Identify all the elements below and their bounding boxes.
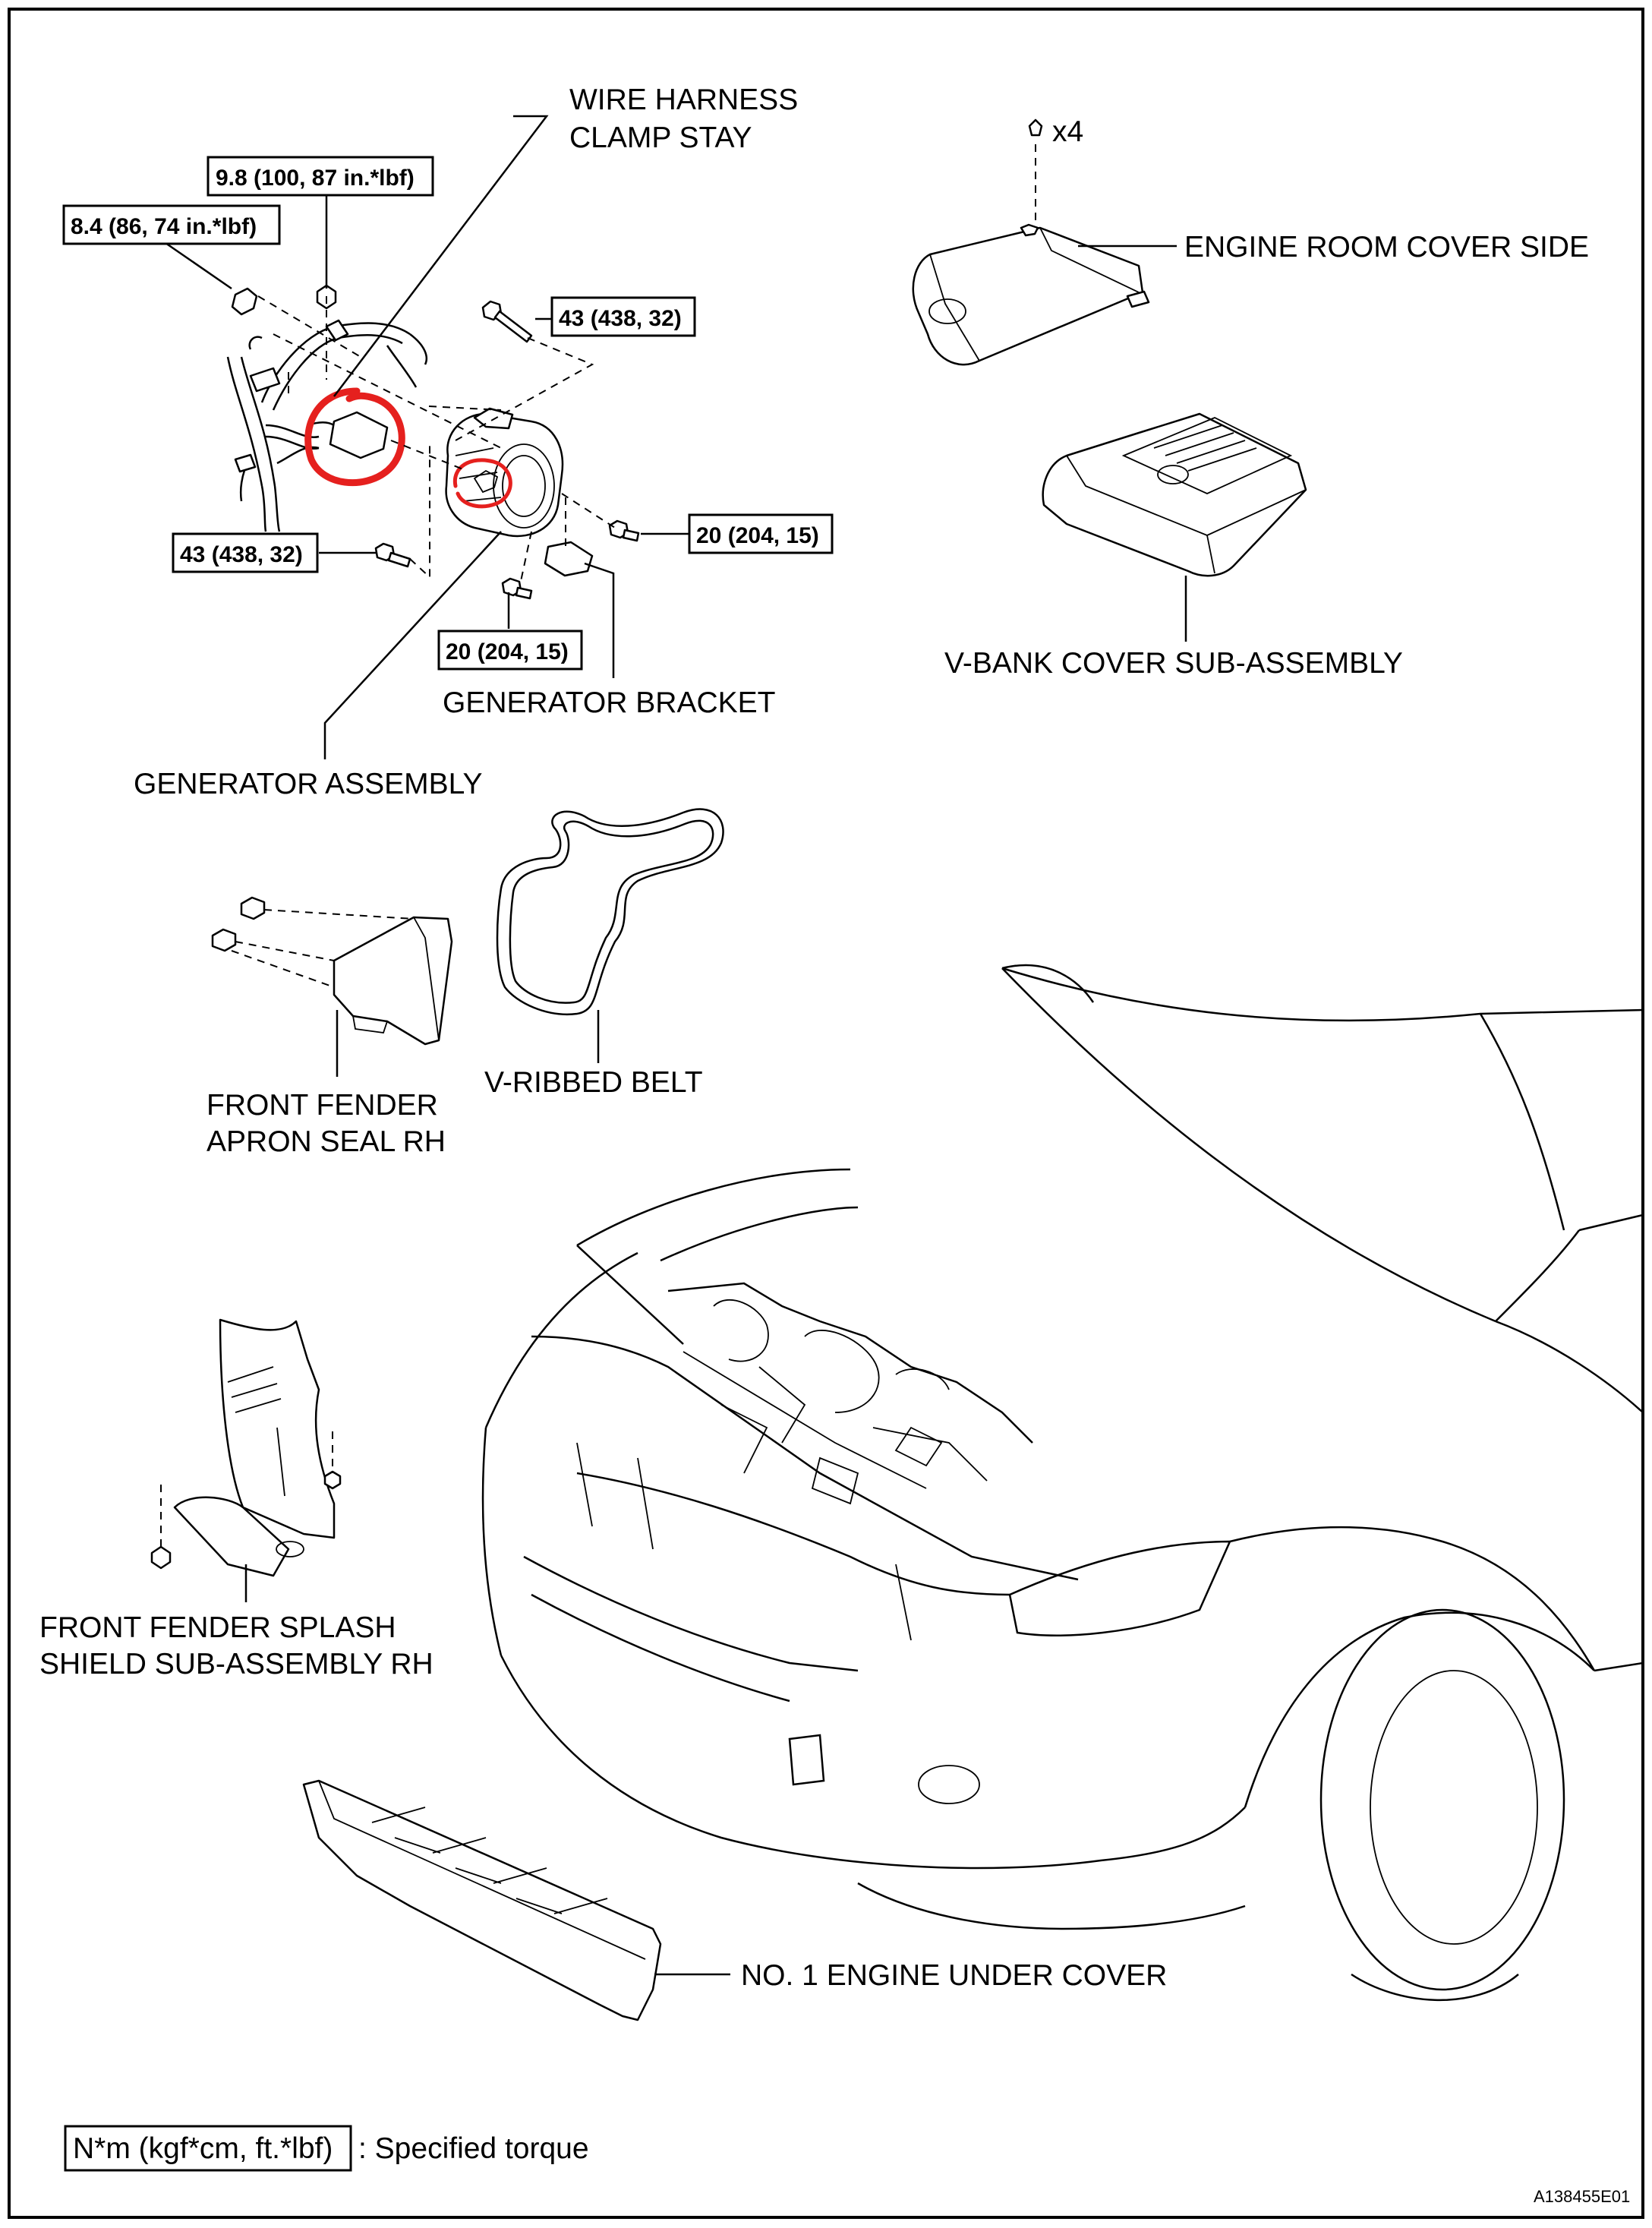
engine-under-cover xyxy=(302,1779,662,2021)
torque-value: 20 (204, 15) xyxy=(696,523,819,548)
torque-value: 20 (204, 15) xyxy=(446,639,569,664)
label-v-bank-cover: V-BANK COVER SUB-ASSEMBLY xyxy=(944,647,1403,680)
torque-box-clamp-bolt: 9.8 (100, 87 in.*lbf) xyxy=(206,156,434,197)
wire-harness xyxy=(226,319,428,532)
generator-connector xyxy=(329,411,389,459)
label-clamp-stay: CLAMP STAY xyxy=(569,121,752,154)
torque-legend: N*m (kgf*cm, ft.*lbf) : Specified torque xyxy=(64,2125,589,2172)
bracket-bolt-right xyxy=(608,519,640,542)
label-wire-harness: WIRE HARNESS xyxy=(569,84,798,116)
red-circle-annotation-terminal xyxy=(452,458,512,509)
generator-lower-bolt xyxy=(374,542,411,568)
figure-id: A138455E01 xyxy=(1534,2187,1630,2206)
legend-unit: N*m (kgf*cm, ft.*lbf) xyxy=(73,2132,333,2165)
label-generator-assembly: GENERATOR ASSEMBLY xyxy=(134,768,482,800)
bracket-bolt-lower xyxy=(501,577,533,600)
legend-text: : Specified torque xyxy=(358,2132,589,2165)
label-apron-seal-line1: FRONT FENDER xyxy=(206,1089,438,1122)
label-splash-shield-line1: FRONT FENDER SPLASH xyxy=(39,1611,396,1644)
torque-value: 8.4 (86, 74 in.*lbf) xyxy=(71,214,257,239)
front-fender-apron-seal xyxy=(211,896,453,1046)
label-v-ribbed-belt: V-RIBBED BELT xyxy=(484,1066,703,1099)
torque-value: 43 (438, 32) xyxy=(559,306,682,331)
torque-box-bracket-right: 20 (204, 15) xyxy=(688,513,834,554)
v-bank-cover xyxy=(1042,412,1307,577)
torque-value: 43 (438, 32) xyxy=(180,542,303,567)
generator-area xyxy=(165,115,689,759)
front-fender-splash-shield xyxy=(150,1318,342,1577)
generator-bracket xyxy=(544,541,594,577)
clip-icon xyxy=(1028,118,1043,137)
engine-room-cover-side xyxy=(912,223,1150,366)
diagram-border xyxy=(8,8,1644,2219)
label-engine-room-cover-side: ENGINE ROOM COVER SIDE xyxy=(1184,231,1589,264)
label-engine-under-cover: NO. 1 ENGINE UNDER COVER xyxy=(741,1959,1167,1992)
label-generator-bracket: GENERATOR BRACKET xyxy=(443,686,775,719)
harness-nut xyxy=(231,287,258,316)
torque-box-generator-upper: 43 (438, 32) xyxy=(550,296,696,337)
torque-box-generator-lower: 43 (438, 32) xyxy=(172,532,319,573)
torque-box-harness-nut: 8.4 (86, 74 in.*lbf) xyxy=(62,204,281,245)
generator-upper-bolt xyxy=(481,300,533,343)
torque-value: 9.8 (100, 87 in.*lbf) xyxy=(216,166,415,191)
red-circle-annotation-connector xyxy=(304,387,405,487)
v-ribbed-belt xyxy=(496,808,724,1016)
generator-assembly xyxy=(445,407,564,538)
quantity-label: x4 xyxy=(1052,115,1083,148)
vehicle-outline xyxy=(481,964,1644,2001)
torque-box-bracket-lower: 20 (204, 15) xyxy=(437,630,583,671)
label-splash-shield-line2: SHIELD SUB-ASSEMBLY RH xyxy=(39,1648,433,1680)
label-apron-seal-line2: APRON SEAL RH xyxy=(206,1125,446,1158)
